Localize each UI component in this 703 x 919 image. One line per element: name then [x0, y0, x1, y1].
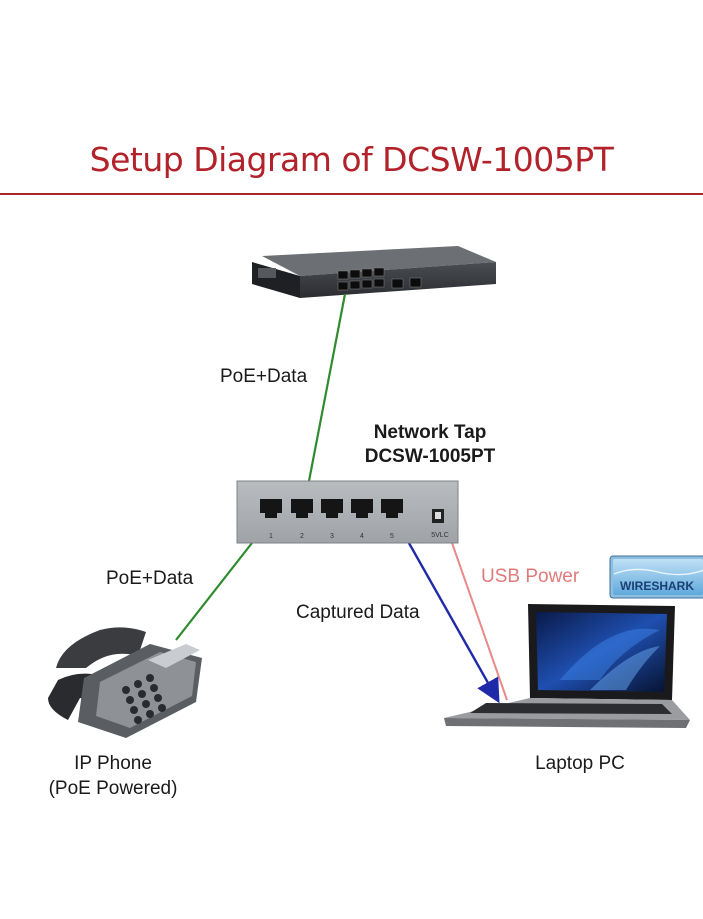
tap-port-label: 4 — [360, 533, 364, 540]
usb-power-label: USB Power — [481, 566, 580, 587]
phone-link-label: PoE+Data — [106, 568, 194, 589]
tap-port-label: 1 — [269, 533, 273, 540]
router-to-tap-link — [302, 293, 347, 508]
laptop-device — [444, 604, 690, 728]
router-device — [252, 246, 496, 298]
captured-data-label: Captured Data — [296, 602, 420, 623]
tap-port-2 — [291, 499, 313, 518]
tap-port-3 — [321, 499, 343, 518]
tap-port-1 — [260, 499, 282, 518]
tap-port-label: 3 — [330, 533, 334, 540]
page-title: Setup Diagram of DCSW-1005PT — [89, 140, 614, 179]
tap-power-label: 5VLC — [431, 532, 449, 539]
router-link-label: PoE+Data — [220, 366, 308, 387]
laptop-label: Laptop PC — [535, 753, 625, 774]
ip-phone-sublabel: (PoE Powered) — [48, 778, 178, 799]
wireshark-logo-text: WIRESHARK — [620, 579, 694, 593]
tap-port-5 — [381, 499, 403, 518]
ip-phone-label: IP Phone — [74, 753, 152, 774]
tap-name-line1: Network Tap — [373, 422, 487, 443]
network-tap-device: 1 2 3 4 5 5VLC — [236, 480, 459, 544]
wireshark-logo: WIRESHARK — [609, 555, 703, 599]
tap-port-4 — [351, 499, 373, 518]
ip-phone-device — [48, 627, 202, 738]
tap-port-label: 5 — [390, 533, 394, 540]
tap-port-label: 2 — [300, 533, 304, 540]
title-divider — [0, 193, 703, 195]
captured-data-link — [390, 512, 500, 704]
usb-power-link — [443, 519, 508, 701]
tap-name-line2: DCSW-1005PT — [364, 446, 496, 467]
